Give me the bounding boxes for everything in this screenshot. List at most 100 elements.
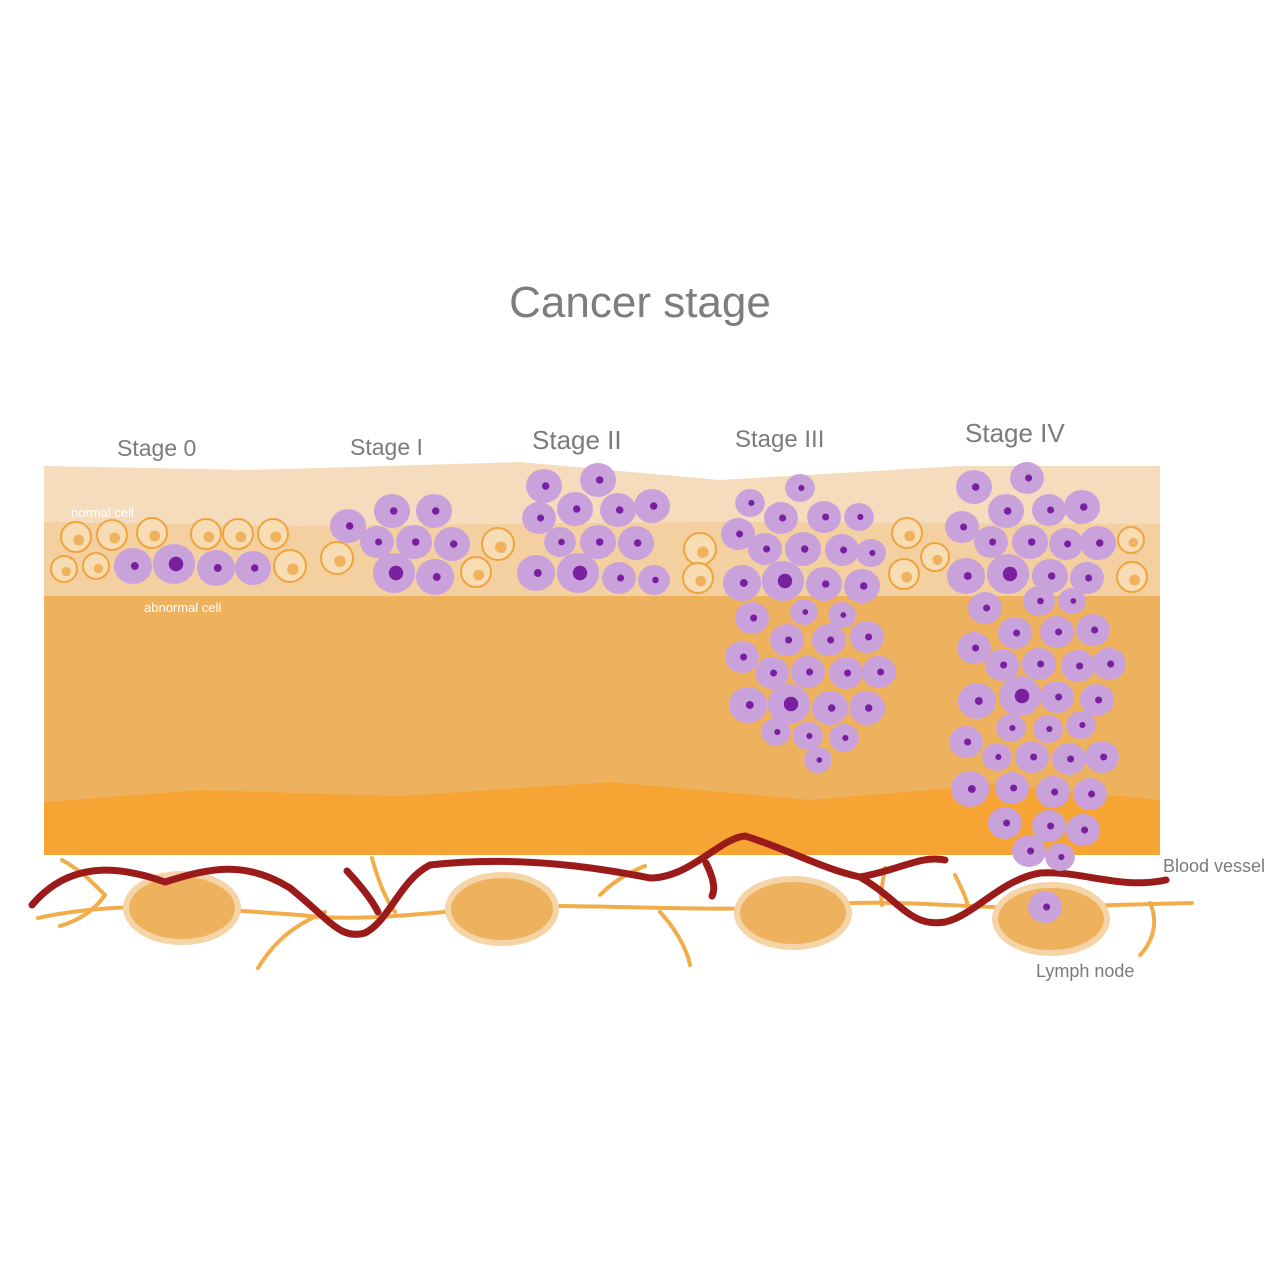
abnormal-cell	[955, 470, 993, 504]
abnormal-cell	[1028, 891, 1062, 923]
abnormal-cell	[1080, 684, 1114, 716]
normal-cell	[222, 518, 254, 550]
abnormal-cell	[829, 657, 863, 689]
abnormal-cell	[950, 771, 990, 807]
abnormal-cell	[1076, 614, 1110, 646]
abnormal-cell	[152, 544, 196, 584]
abnormal-cell	[767, 684, 811, 724]
abnormal-cell	[1015, 741, 1049, 773]
abnormal-cell	[1079, 526, 1117, 560]
abnormal-cell	[946, 558, 986, 594]
abnormal-cell	[1032, 810, 1066, 842]
abnormal-cell	[415, 494, 453, 528]
abnormal-cell	[525, 469, 563, 503]
abnormal-cell	[329, 509, 367, 543]
abnormal-cell	[793, 722, 823, 750]
abnormal-cell	[579, 525, 617, 559]
abnormal-cell	[957, 683, 997, 719]
lymph-node	[123, 871, 241, 945]
abnormal-cell	[395, 525, 433, 559]
cells	[50, 462, 1148, 923]
abnormal-cell	[721, 518, 755, 550]
abnormal-cell	[1010, 462, 1044, 494]
abnormal-cell	[602, 562, 636, 594]
abnormal-cell	[1011, 525, 1049, 559]
abnormal-cell	[415, 559, 455, 595]
abnormal-cell	[1012, 835, 1046, 867]
abnormal-cell	[556, 492, 594, 526]
normal-cell	[891, 517, 923, 549]
normal-cell	[682, 562, 714, 594]
lymph-node	[734, 876, 852, 950]
abnormal-cell	[761, 718, 791, 746]
abnormal-cell	[1066, 814, 1100, 846]
abnormal-cell	[996, 714, 1026, 742]
normal-cell	[683, 532, 717, 566]
abnormal-cell	[862, 656, 896, 688]
abnormal-cell	[1092, 648, 1126, 680]
normal-cell	[50, 555, 78, 583]
lymph-nodes	[123, 871, 1110, 956]
normal-cell	[460, 556, 492, 588]
abnormal-cell	[599, 493, 637, 527]
abnormal-cell	[974, 526, 1008, 558]
abnormal-cell	[785, 474, 815, 502]
abnormal-cell	[617, 526, 655, 560]
abnormal-cell	[982, 743, 1012, 771]
abnormal-cell	[1045, 843, 1075, 871]
abnormal-cell	[1058, 588, 1086, 614]
normal-cell	[257, 518, 289, 550]
abnormal-cell	[544, 527, 576, 557]
normal-cell	[190, 518, 222, 550]
abnormal-cell	[790, 599, 818, 625]
abnormal-cell	[196, 550, 236, 586]
abnormal-cell	[949, 726, 983, 758]
normal-cell	[136, 517, 168, 549]
abnormal-cell	[843, 569, 881, 603]
abnormal-cell	[755, 657, 789, 689]
abnormal-cell	[811, 691, 849, 725]
normal-cell	[273, 549, 307, 583]
abnormal-cell	[360, 526, 394, 558]
abnormal-cell	[807, 501, 841, 533]
normal-cell	[1117, 526, 1145, 554]
abnormal-cell	[1049, 528, 1083, 560]
abnormal-cell	[522, 502, 556, 534]
abnormal-cell	[1022, 648, 1056, 680]
abnormal-cell	[433, 527, 471, 561]
normal-cell	[481, 527, 515, 561]
lymph-node-label: Lymph node	[1036, 961, 1135, 981]
blood-vessel	[28, 832, 1170, 938]
normal-cell	[1116, 561, 1148, 593]
normal-cell	[888, 558, 920, 590]
normal-cell-label: normal cell	[71, 505, 134, 520]
diagram-title: Cancer stage	[509, 278, 771, 327]
abnormal-cell	[735, 489, 765, 517]
abnormal-cell	[1023, 586, 1055, 616]
stage-label-0: Stage 0	[117, 435, 197, 461]
abnormal-cell	[633, 489, 671, 523]
abnormal-cell	[1036, 776, 1070, 808]
abnormal-cell	[987, 494, 1025, 528]
abnormal-cell	[968, 592, 1002, 624]
abnormal-cell	[998, 676, 1042, 716]
epidermis-cell-layer	[44, 522, 1160, 598]
abnormal-cell	[1033, 715, 1063, 743]
abnormal-cell	[998, 617, 1032, 649]
abnormal-cell	[1085, 741, 1119, 773]
normal-cell	[82, 552, 110, 580]
abnormal-cell	[761, 561, 805, 601]
abnormal-cell	[1073, 778, 1107, 810]
abnormal-cell	[829, 724, 859, 752]
abnormal-cell	[850, 621, 884, 653]
abnormal-cell	[828, 602, 856, 628]
normal-cell	[920, 542, 950, 572]
abnormal-cell	[1040, 616, 1074, 648]
abnormal-cell	[1031, 559, 1069, 593]
abnormal-cell	[373, 494, 411, 528]
abnormal-cell	[748, 533, 782, 565]
abnormal-cell	[638, 565, 670, 595]
abnormal-cell	[556, 553, 600, 593]
abnormal-cell	[995, 772, 1029, 804]
